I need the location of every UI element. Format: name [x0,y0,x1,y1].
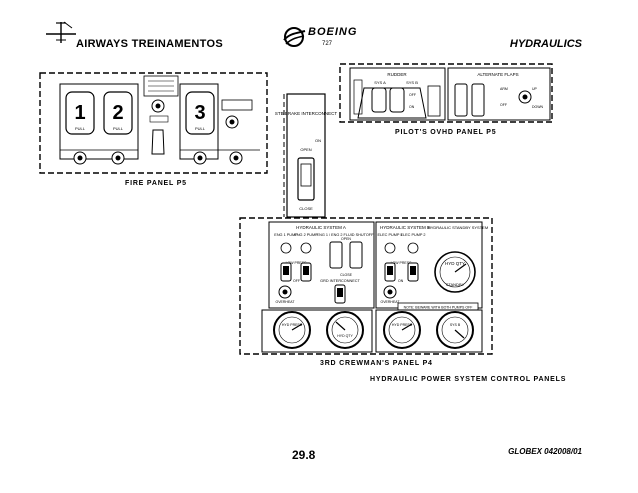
elec2-pump-label: ELEC PUMP 2 [400,233,425,237]
alt-flaps-position-knob[interactable] [518,90,532,104]
boeing-logo: BOEING 727 [282,25,362,55]
fire-handle-pull-2: PULL [113,126,124,131]
boeing-globe-icon [283,27,306,47]
fire-bottle-knob-2[interactable] [111,151,125,165]
fluid-shutoff-close-label: CLOSE [340,273,353,277]
crewman-panel-caption: 3RD CREWMAN'S PANEL P4 [320,360,433,367]
fluid-shutoff-label: ENG 1 / ENG 2 FLUID SHUTOFF [317,233,375,237]
sys-a-overheat-label: OVERHEAT [276,300,296,304]
fire-handle-pull-3: PULL [195,126,206,131]
standby-qty-label: HYD QTY [445,261,465,266]
page-number: 29.8 [292,448,316,462]
brake-interconnect-panel: STB BRAKE INTERCONNECT ON OPEN CLOSE [275,93,338,218]
grd-interconnect-switch[interactable] [334,284,346,304]
sys-a-overheat-light [278,285,292,299]
pilots-ovhd-panel-p5: RUDDER SYS A SYS B OFF ON ALTERNATE FLAP… [339,63,553,123]
fire-panel-p5: 1 PULL 2 PULL 3 PULL [39,72,268,174]
elec1-pump-label: ELEC PUMP 1 [377,233,402,237]
fire-handle-number-2: 2 [112,102,123,124]
brake-interconnect-lever[interactable] [297,157,315,201]
eng2-pump-label: ENG 2 PUMP [294,233,318,237]
airplane-logo-icon [46,21,76,43]
standby-note: NOTE: BEWARE WITH BOTH PUMPS OFF [404,306,473,310]
fire-handle-1[interactable]: 1 PULL [65,91,95,135]
rudder-sys-a-switch[interactable] [371,87,387,113]
alt-flaps-down-label: DOWN [532,105,544,109]
fire-handle-pull-1: PULL [75,126,86,131]
sys-b-overheat-label: OVERHEAT [381,300,401,304]
fire-extinguisher-knob[interactable] [225,115,239,129]
sys-b-pressure-gauge: HYD PRESS [383,311,421,349]
sys-a-low-press-label: LOW PRESS [286,261,307,265]
eng1-pump-switch[interactable] [280,262,292,282]
fire-bottle-knob-4[interactable] [229,151,243,165]
rudder-sys-b-switch[interactable] [389,87,405,113]
rudder-off-label: OFF [409,93,416,97]
standby-qty-gauge: HYD QTY STANDBY [434,251,476,293]
sys-b-low-press-label: LOW PRESS [391,261,412,265]
rudder-sys-a-label: SYS A [374,80,386,85]
brake-on-label: ON [315,138,321,143]
sys-a-title: HYDRAULIC SYSTEM A [296,225,346,230]
sys-a-off-label: OFF [293,279,300,283]
fluid-shutoff-open-label: OPEN [341,237,351,241]
rudder-sys-b-label: SYS B [406,80,418,85]
eng1-pump-label: ENG 1 PUMP [274,233,298,237]
eng2-pump-switch[interactable] [300,262,312,282]
eng1-fluid-shutoff-switch[interactable] [329,241,343,269]
alternate-flaps-title: ALTERNATE FLAPS [477,72,518,77]
alt-flaps-off-label: OFF [500,103,507,107]
crewman-panel-p4: HYDRAULIC SYSTEM A ENG 1 PUMP ENG 2 PUMP… [239,217,493,355]
fire-handle-number-3: 3 [194,102,205,124]
alt-flaps-arm-switch-2[interactable] [471,83,485,117]
fire-panel-caption: FIRE PANEL P5 [125,180,187,187]
gauge-label-2: HYD QTY [337,334,353,338]
aircraft-model: 727 [322,41,333,47]
sys-a-pressure-gauge: HYD PRESS [273,311,311,349]
elec1-pump-switch[interactable] [384,262,396,282]
fire-handle-number-1: 1 [74,102,85,124]
fire-handle-lever[interactable] [151,129,165,155]
fire-handle-2[interactable]: 2 PULL [103,91,133,135]
brake-open-label: OPEN [300,147,311,152]
fire-bottle-knob-3[interactable] [193,151,207,165]
fire-handle-3[interactable]: 3 PULL [185,91,215,135]
page-header: AIRWAYS TREINAMENTOS BOEING 727 HYDRAULI… [0,0,638,60]
control-panels-caption: HYDRAULIC POWER SYSTEM CONTROL PANELS [370,376,566,383]
gauge-label-4: SYS B [450,323,461,327]
sys-b-overheat-light [383,285,397,299]
pilots-panel-caption: PILOT'S OVHD PANEL P5 [395,129,496,136]
boeing-logotype: BOEING [308,26,358,38]
elec2-pump-switch[interactable] [407,262,419,282]
brand-name: AIRWAYS TREINAMENTOS [76,38,223,50]
fire-bottle-knob-1[interactable] [73,151,87,165]
sys-a-quantity-gauge: HYD QTY [326,311,364,349]
alt-flaps-arm-label: ARM [500,87,508,91]
document-code: GLOBEX 042008/01 [508,447,582,456]
gauge-label-1: HYD PRESS [282,323,303,327]
fire-test-knob[interactable] [151,99,165,113]
sys-b-title: HYDRAULIC SYSTEM B [380,225,430,230]
rudder-on-label: ON [409,105,415,109]
brake-title: STB BRAKE INTERCONNECT [275,111,338,116]
rudder-title: RUDDER [387,72,407,77]
sys-b-on-label: ON [398,279,404,283]
brake-close-label: CLOSE [299,206,313,211]
alt-flaps-up-label: UP [532,87,538,91]
sys-b-quantity-gauge: SYS B [436,311,474,349]
standby-label: STANDBY [446,282,465,287]
hydraulic-control-panels-diagram: 1 PULL 2 PULL 3 PULL FIRE PANEL P5 STB B… [39,63,566,383]
standby-title: HYDRAULIC STANDBY SYSTEM [428,225,488,230]
section-title: HYDRAULICS [509,38,582,50]
grd-interconnect-label: GRD INTERCONNECT [320,279,360,283]
gauge-label-3: HYD PRESS [392,323,413,327]
alt-flaps-arm-switch-1[interactable] [454,83,468,117]
eng2-fluid-shutoff-switch[interactable] [349,241,363,269]
